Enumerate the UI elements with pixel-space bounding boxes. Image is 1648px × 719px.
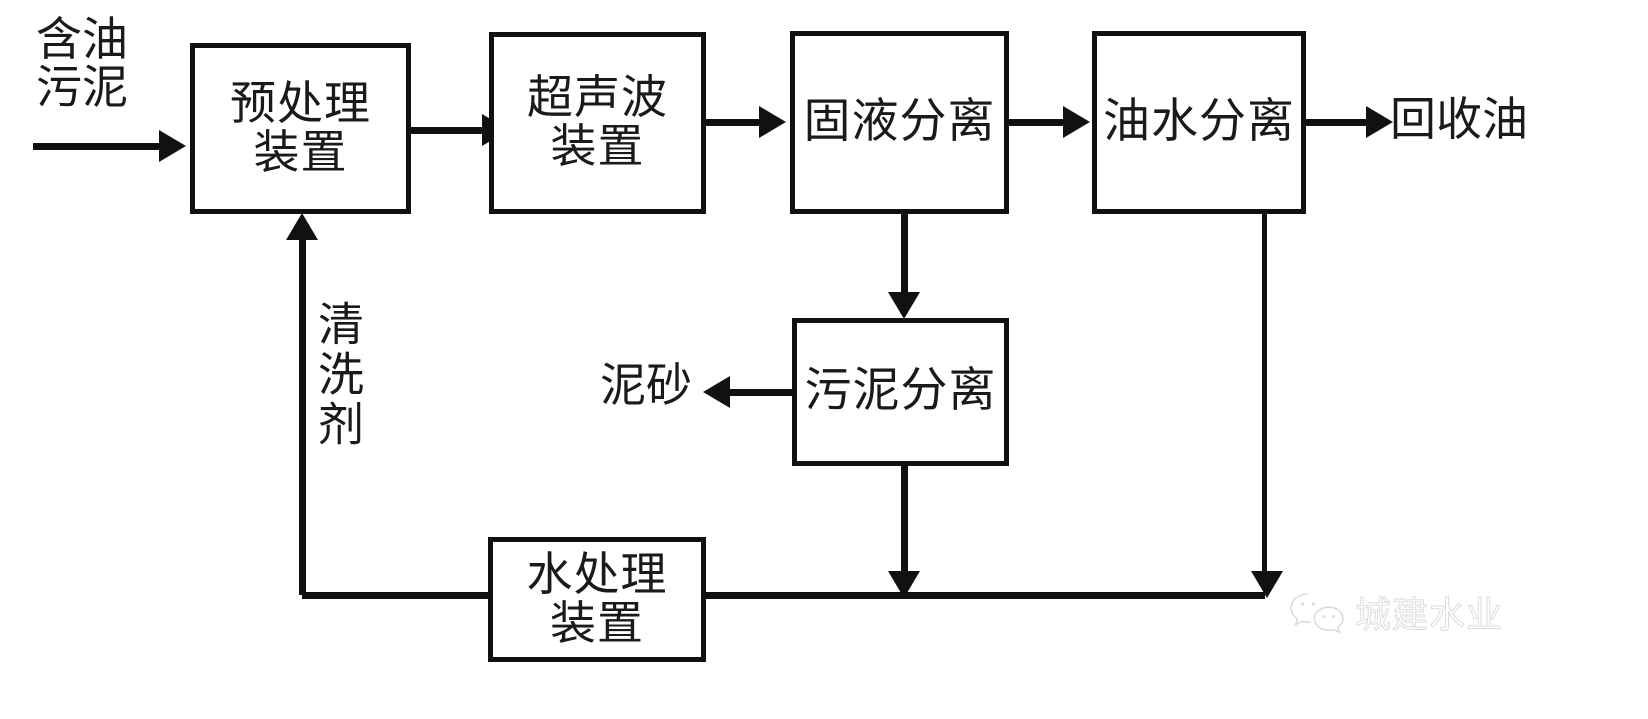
edge-inflow-to-pretreat-arrowhead	[159, 130, 186, 162]
edge-sludgesep-to-returnbus-line	[901, 466, 908, 574]
node-ultrasonic-device[interactable]: 超声波 装置	[489, 32, 706, 214]
edge-oilwater-to-returnbus-arrowhead	[1251, 571, 1283, 598]
edge-solidliquid-to-sludgesep-line	[901, 214, 908, 294]
edge-oilwater-to-returnbus-line	[1262, 214, 1267, 574]
edge-sludgesep-to-mudsand-arrowhead	[703, 376, 730, 408]
edge-sludgesep-to-mudsand-line	[730, 389, 795, 396]
edge-inflow-to-pretreat-line	[33, 143, 161, 150]
edge-oilwater-to-recovered-line	[1306, 119, 1368, 126]
node-label-water-treatment: 水处理 装置	[526, 548, 668, 649]
node-label-mud-sand: 泥砂	[600, 360, 692, 411]
node-label-sludge-separation: 污泥分离	[804, 365, 997, 418]
node-water-treatment-device[interactable]: 水处理 装置	[488, 537, 706, 662]
edge-solidliquid-to-sludgesep-arrowhead	[888, 292, 920, 319]
edge-solidliquid-to-oilwater-arrowhead	[1063, 106, 1090, 138]
node-label-inflow: 含油 污泥	[36, 14, 128, 113]
edge-oilwater-to-recovered-arrowhead	[1366, 106, 1393, 138]
node-label-pretreatment: 预处理 装置	[230, 77, 371, 178]
edge-sludgesep-to-returnbus-arrowhead	[888, 571, 920, 598]
node-label-solid-liquid: 固液分离	[803, 95, 996, 148]
node-pretreatment-device[interactable]: 预处理 装置	[190, 43, 411, 214]
wechat-icon	[1288, 590, 1346, 634]
watermark: 城建水业	[1288, 586, 1503, 638]
node-oil-water-separation[interactable]: 油水分离	[1092, 31, 1306, 214]
edge-ultrasonic-to-solidliquid-arrowhead	[759, 106, 786, 138]
edge-pretreat-to-ultrasonic-line	[411, 127, 484, 134]
edge-solidliquid-to-oilwater-line	[1009, 119, 1065, 126]
edge-watertreat-to-pretreat-arrowhead	[286, 213, 318, 240]
edge-watertreat-to-pretreat-line	[299, 240, 306, 595]
watermark-text: 城建水业	[1354, 594, 1504, 636]
edge-label-detergent: 清洗剂	[312, 300, 363, 450]
node-label-oil-water: 油水分离	[1103, 95, 1295, 148]
edge-ultrasonic-to-solidliquid-line	[706, 119, 761, 126]
node-label-ultrasonic: 超声波 装置	[527, 72, 668, 172]
node-label-recovered-oil: 回收油	[1390, 94, 1528, 145]
node-solid-liquid-separation[interactable]: 固液分离	[790, 31, 1009, 214]
return-bus-horizontal-line	[302, 592, 1265, 599]
node-sludge-separation[interactable]: 污泥分离	[792, 318, 1009, 466]
